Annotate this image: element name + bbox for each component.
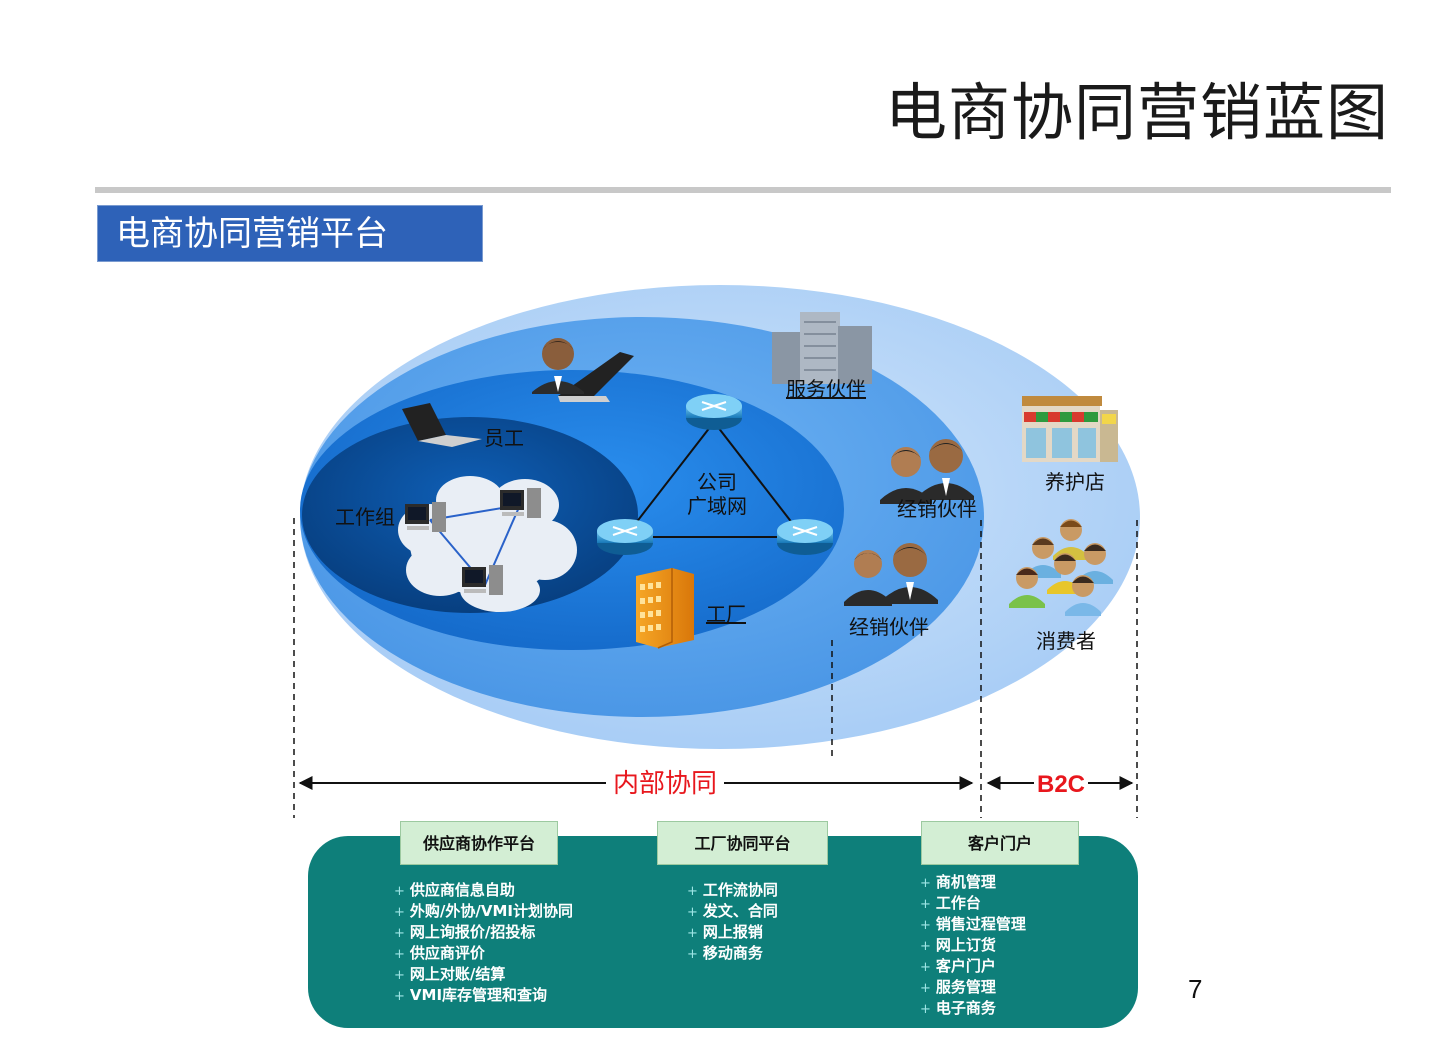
dealer-partner-label: 经销伙伴 [897, 497, 977, 521]
list-item: + 服务管理 [920, 977, 1026, 998]
bullet-icon: + [394, 884, 405, 899]
list-item-label: 网上对账/结算 [409, 965, 506, 983]
factory-platform-list: + 工作流协同 + 发文、合同 + 网上报销 + 移动商务 [687, 880, 778, 964]
internal-span-label: 内部协同 [613, 769, 717, 799]
list-item: + 商机管理 [920, 872, 1026, 893]
supplier-platform-list: + 供应商信息自助 + 外购/外协/VMI计划协同 + 网上询报价/招投标 + 供应商评… [394, 880, 573, 1006]
factory-label: 工厂 [706, 602, 746, 626]
list-item: + 销售过程管理 [920, 914, 1026, 935]
list-item-label: 服务管理 [935, 978, 996, 996]
workstation-icon [405, 502, 446, 532]
factory-platform-title: 工厂协同平台 [657, 821, 828, 865]
bullet-icon: + [920, 960, 931, 975]
list-item-label: 商机管理 [935, 873, 996, 891]
bullet-icon: + [394, 947, 405, 962]
people-group-icon [1009, 519, 1113, 616]
list-item-label: 发文、合同 [702, 902, 778, 920]
list-item: + 工作台 [920, 893, 1026, 914]
list-item: + 外购/外协/VMI计划协同 [394, 901, 573, 922]
list-item-label: 供应商信息自助 [409, 881, 515, 899]
list-item-label: 工作流协同 [702, 881, 778, 899]
platform-panel [308, 836, 1138, 1028]
bullet-icon: + [687, 926, 698, 941]
supplier-platform-title: 供应商协作平台 [400, 821, 558, 865]
router-icon [597, 519, 653, 555]
list-item-label: 销售过程管理 [935, 915, 1026, 933]
list-item-label: 网上询报价/招投标 [409, 923, 536, 941]
bullet-icon: + [920, 897, 931, 912]
list-item: + 电子商务 [920, 998, 1026, 1019]
building-icon [772, 312, 872, 384]
dealer-partner-label: 经销伙伴 [849, 615, 929, 639]
router-icon [777, 519, 833, 555]
wan-label-line2: 广域网 [687, 494, 747, 518]
list-item: + VMI库存管理和查询 [394, 985, 573, 1006]
maintenance-shop-label: 养护店 [1045, 470, 1105, 494]
list-item-label: 网上报销 [702, 923, 763, 941]
router-icon [686, 394, 742, 430]
laptop-icon [402, 403, 482, 447]
list-item-label: VMI库存管理和查询 [409, 986, 548, 1004]
workstation-icon [462, 565, 503, 595]
shop-icon [1022, 396, 1118, 462]
bullet-icon: + [687, 905, 698, 920]
list-item-label: 电子商务 [935, 999, 996, 1017]
person-icon [882, 543, 938, 604]
list-item-label: 客户门户 [935, 957, 996, 975]
list-item: + 网上订货 [920, 935, 1026, 956]
customer-portal-title: 客户门户 [921, 821, 1079, 865]
list-item: + 网上询报价/招投标 [394, 922, 573, 943]
list-item-label: 供应商评价 [409, 944, 485, 962]
laptop-icon [558, 352, 634, 402]
list-item: + 发文、合同 [687, 901, 778, 922]
person-icon [918, 439, 974, 500]
workgroup-label: 工作组 [335, 505, 395, 529]
bullet-icon: + [920, 939, 931, 954]
person-icon [844, 550, 892, 606]
list-item-label: 外购/外协/VMI计划协同 [409, 902, 573, 920]
list-item: + 网上对账/结算 [394, 964, 573, 985]
list-item: + 工作流协同 [687, 880, 778, 901]
list-item: + 供应商信息自助 [394, 880, 573, 901]
list-item: + 客户门户 [920, 956, 1026, 977]
slide-title: 电商协同营销蓝图 [884, 76, 1389, 149]
list-item: + 供应商评价 [394, 943, 573, 964]
title-divider [95, 187, 1391, 193]
service-partner-label: 服务伙伴 [786, 377, 866, 401]
b2c-span-label: B2C [1037, 771, 1085, 798]
list-item-label: 移动商务 [702, 944, 763, 962]
list-item: + 网上报销 [687, 922, 778, 943]
section-label: 电商协同营销平台 [97, 205, 483, 262]
bullet-icon: + [394, 968, 405, 983]
bullet-icon: + [687, 884, 698, 899]
bullet-icon: + [920, 876, 931, 891]
page-number: 7 [1188, 974, 1203, 1004]
factory-icon [636, 568, 694, 649]
bullet-icon: + [920, 1002, 931, 1017]
person-icon [532, 338, 584, 394]
boundary-lines [293, 518, 1138, 818]
bullet-icon: + [394, 905, 405, 920]
list-item-label: 工作台 [935, 894, 981, 912]
employee-label: 员工 [484, 426, 524, 450]
bullet-icon: + [920, 918, 931, 933]
bullet-icon: + [394, 926, 405, 941]
wan-triangle [624, 421, 804, 538]
consumer-label: 消费者 [1036, 629, 1096, 653]
list-item: + 移动商务 [687, 943, 778, 964]
bullet-icon: + [920, 981, 931, 996]
customer-portal-list: + 商机管理 + 工作台 + 销售过程管理 + 网上订货 + 客户门户 + 服务管理 + 电子… [920, 872, 1026, 1019]
bullet-icon: + [394, 989, 405, 1004]
bullet-icon: + [687, 947, 698, 962]
list-item-label: 网上订货 [935, 936, 996, 954]
wan-label-line1: 公司 [697, 470, 737, 494]
workstation-icon [500, 488, 541, 518]
